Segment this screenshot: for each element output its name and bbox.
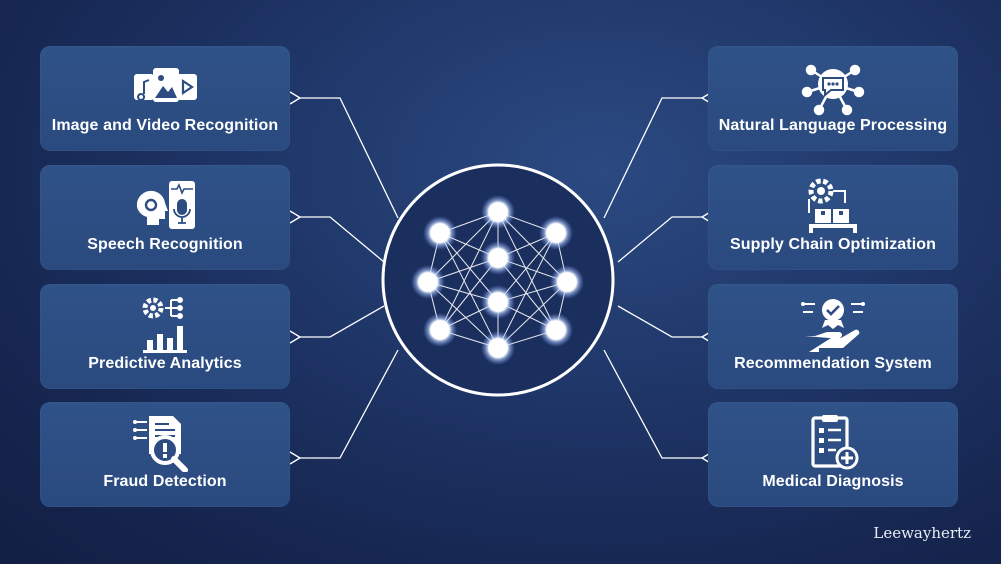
node (539, 216, 573, 250)
card-label: Natural Language Processing (718, 117, 948, 134)
card-label: Medical Diagnosis (762, 473, 904, 490)
node (423, 313, 457, 347)
wire-medical (603, 349, 713, 465)
card-label: Image and Video Recognition (51, 117, 279, 134)
media-icon (134, 68, 197, 102)
wire-predictive (289, 305, 385, 344)
wire-speech (289, 210, 385, 263)
card-label: Speech Recognition (87, 236, 243, 253)
node (550, 265, 584, 299)
analytics-icon (142, 297, 187, 353)
node (539, 313, 573, 347)
card-medical-diagnosis: Medical Diagnosis (708, 402, 958, 507)
node (423, 216, 457, 250)
wire-image-video (289, 91, 399, 219)
brand-logo-text: Leewayhertz (873, 524, 971, 542)
wire-recommendation (617, 305, 713, 344)
card-fraud-detection: Fraud Detection (40, 402, 290, 507)
card-speech-recognition: Speech Recognition (40, 165, 290, 270)
card-label: Recommendation System (734, 355, 932, 372)
wire-fraud (289, 349, 399, 465)
card-label: Fraud Detection (103, 473, 227, 490)
card-label: Predictive Analytics (88, 355, 242, 372)
node (411, 265, 445, 299)
card-recommendation-system: Recommendation System (708, 284, 958, 389)
wire-nlp (603, 91, 713, 219)
wire-supply (617, 210, 713, 263)
nlp-icon (801, 64, 865, 116)
speech-icon (136, 181, 195, 229)
card-predictive-analytics: Predictive Analytics (40, 284, 290, 389)
medical-icon (811, 415, 859, 470)
recommendation-icon (801, 299, 865, 352)
node (481, 195, 515, 229)
card-label: Supply Chain Optimization (729, 236, 937, 253)
card-image-video-recognition: Image and Video Recognition (40, 46, 290, 151)
fraud-icon (133, 416, 188, 472)
node (481, 285, 515, 319)
supply-chain-icon (808, 178, 857, 233)
node (481, 241, 515, 275)
card-natural-language-processing: Natural Language Processing (708, 46, 958, 151)
card-supply-chain-optimization: Supply Chain Optimization (708, 165, 958, 270)
node (481, 331, 515, 365)
